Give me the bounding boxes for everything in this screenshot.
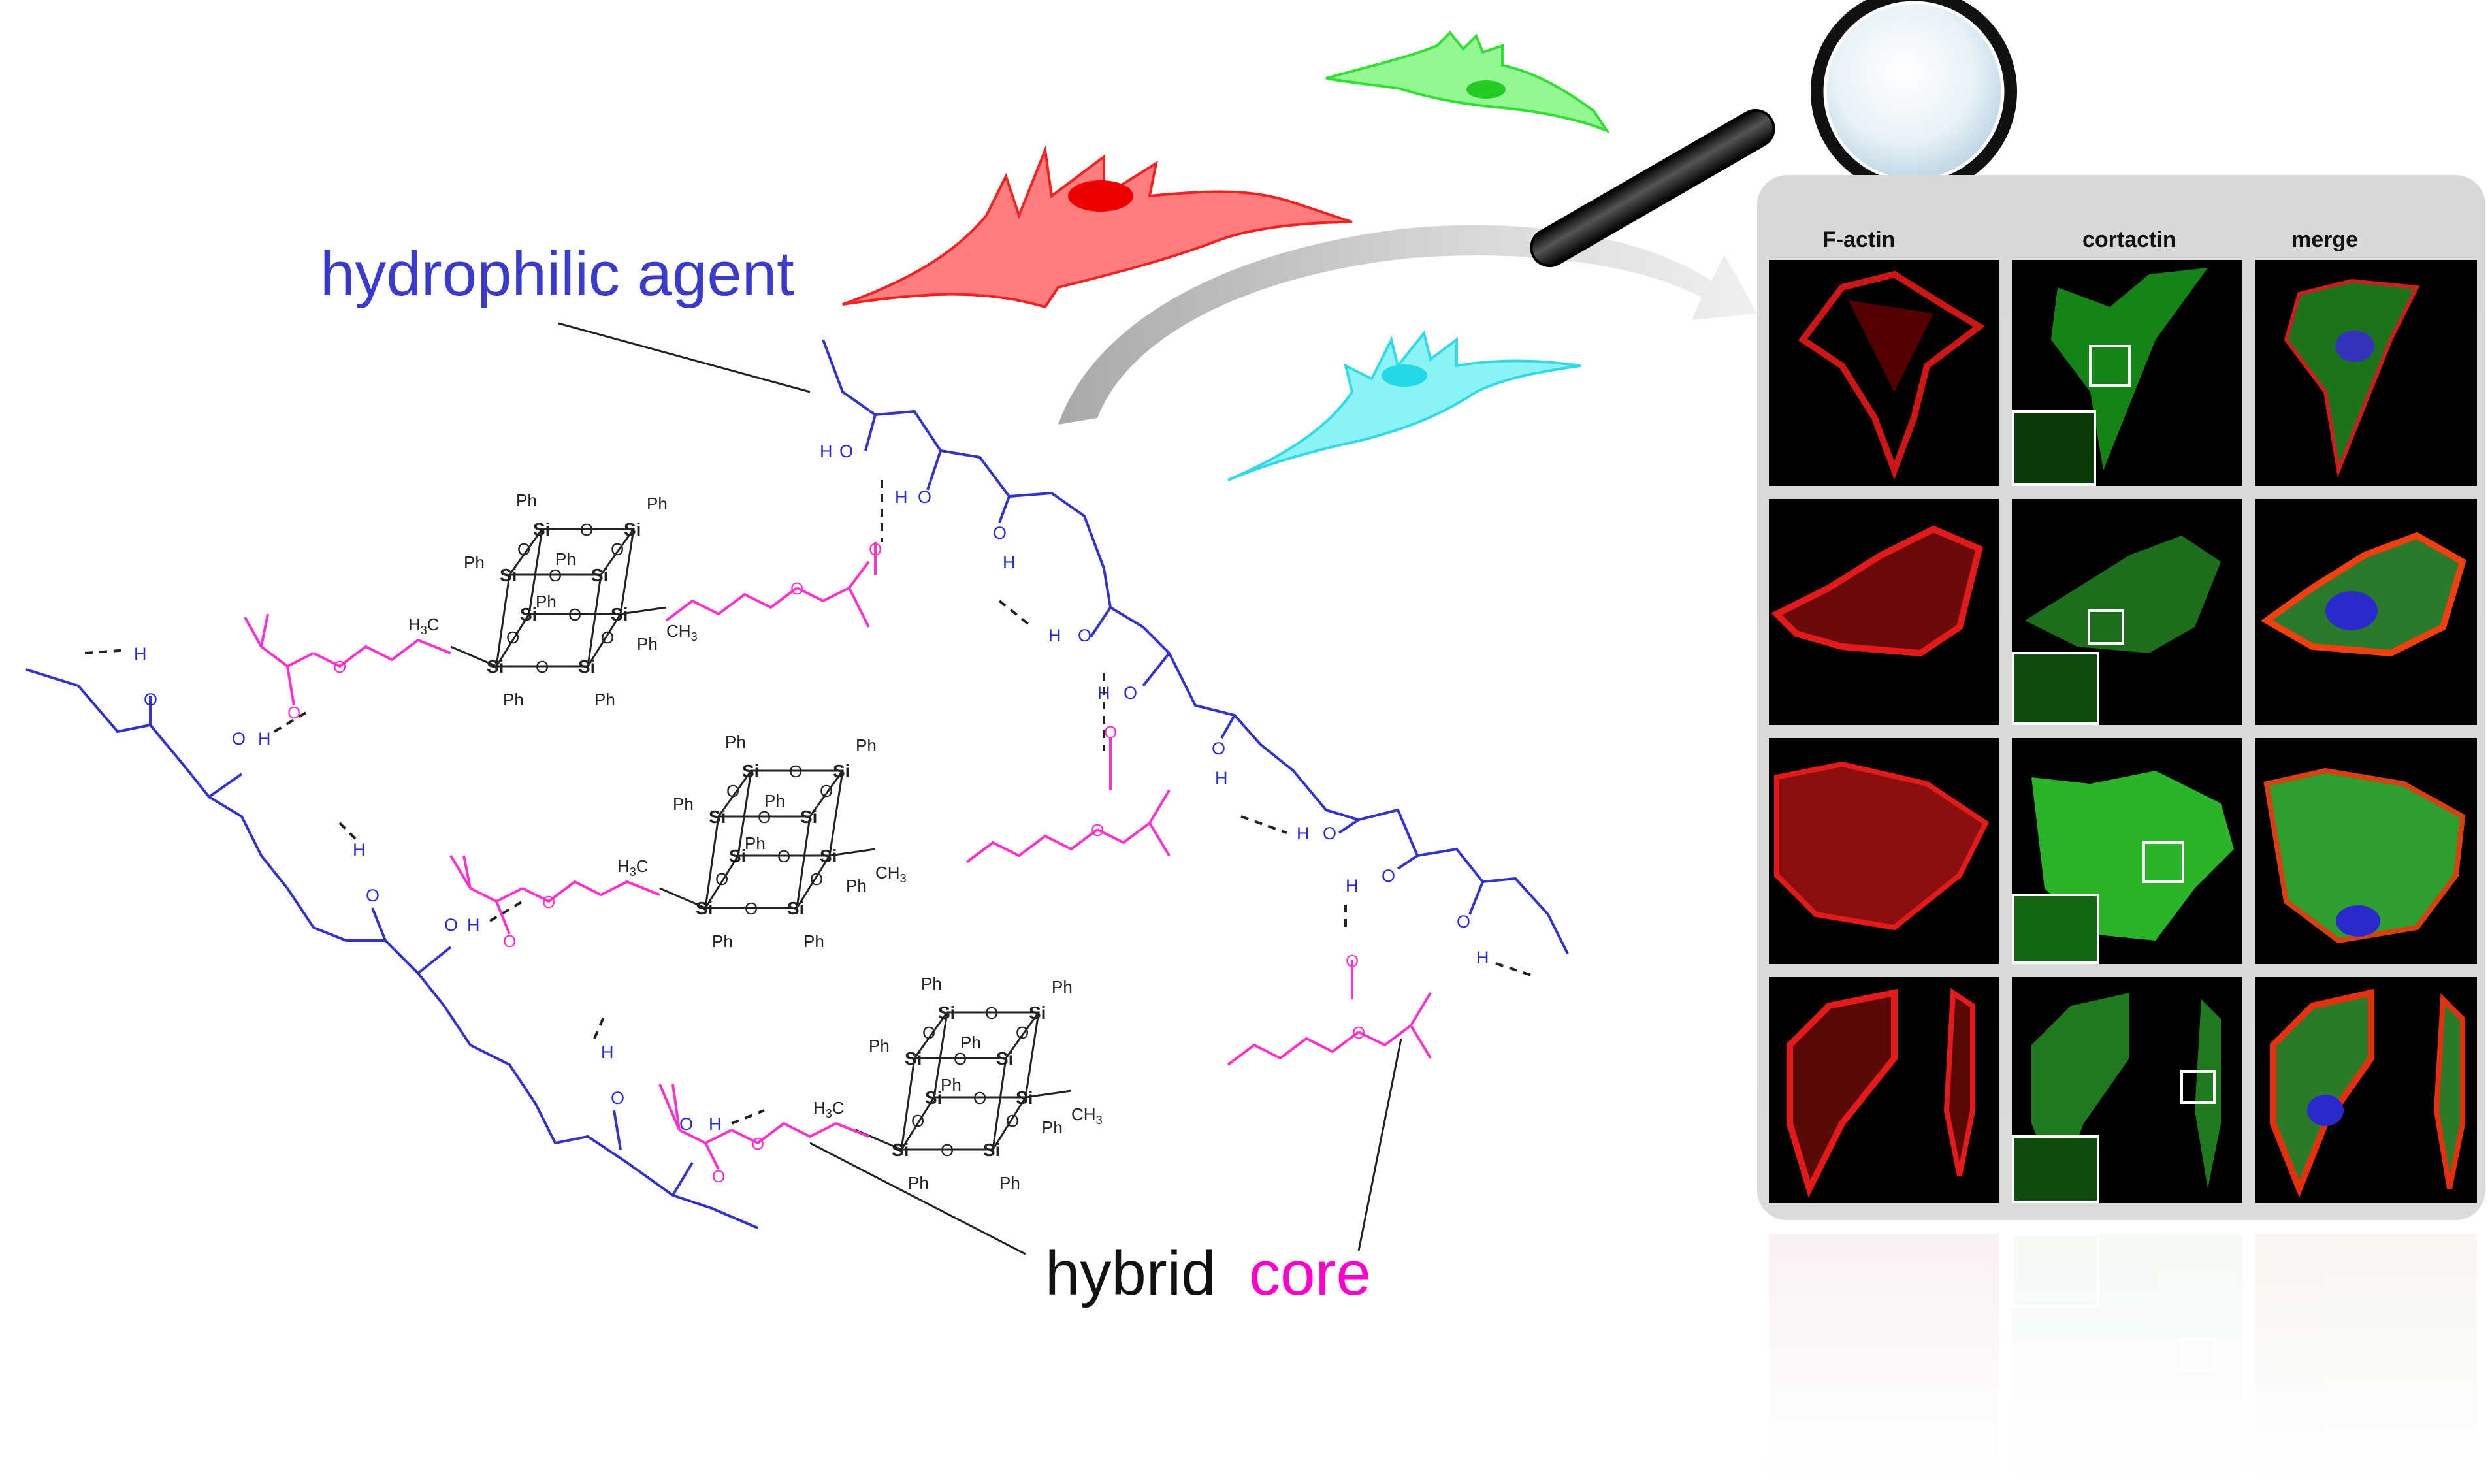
svg-text:Si: Si	[624, 519, 641, 540]
svg-text:O: O	[287, 703, 300, 722]
svg-text:Si: Si	[578, 656, 595, 677]
svg-text:O: O	[1457, 912, 1470, 931]
cell-green-icon	[1325, 31, 1611, 134]
svg-text:Ph: Ph	[536, 592, 557, 611]
svg-text:H3C: H3C	[408, 615, 440, 637]
svg-text:H: H	[353, 840, 366, 860]
svg-text:Ph: Ph	[637, 634, 658, 654]
pointer-line	[558, 322, 811, 393]
svg-text:H: H	[134, 644, 147, 664]
column-header: F-actin	[1822, 227, 1895, 252]
svg-text:O: O	[232, 729, 246, 749]
image-row	[1769, 260, 2477, 486]
svg-text:O: O	[1104, 722, 1117, 742]
svg-text:Ph: Ph	[464, 553, 485, 572]
svg-text:O: O	[993, 523, 1007, 543]
label-core: core	[1249, 1238, 1371, 1308]
svg-text:O: O	[1078, 626, 1091, 645]
svg-text:H: H	[1215, 768, 1228, 788]
label-hydrophilic-agent: hydrophilic agent	[320, 239, 794, 309]
svg-text:O: O	[506, 628, 519, 647]
svg-text:O: O	[144, 690, 157, 709]
image-row	[1769, 738, 2477, 964]
label-hybrid-core: hybrid core	[1045, 1238, 1371, 1308]
image-row	[1769, 499, 2477, 725]
svg-text:Ph: Ph	[516, 491, 537, 510]
svg-text:H: H	[895, 487, 908, 507]
svg-text:O: O	[1124, 683, 1137, 703]
hydroxyl-labels: H O H O O H H O H O O H H O H O O H H O …	[134, 442, 1489, 1134]
methacrylate-arms	[244, 542, 1432, 1170]
svg-text:H: H	[1476, 948, 1489, 967]
svg-text:O: O	[1212, 739, 1225, 758]
svg-text:O: O	[503, 931, 516, 951]
svg-text:O: O	[1323, 824, 1336, 843]
svg-text:O: O	[712, 1167, 725, 1186]
svg-text:O: O	[366, 886, 380, 905]
svg-text:O: O	[542, 892, 555, 912]
column-header: cortactin	[2082, 227, 2176, 252]
microscopy-panel: F-actin cortactin merge	[1757, 175, 2485, 1484]
svg-text:O: O	[517, 540, 530, 559]
label-hybrid: hybrid	[1045, 1238, 1216, 1308]
svg-text:O: O	[568, 605, 581, 624]
svg-text:O: O	[1352, 1023, 1365, 1042]
svg-text:Ph: Ph	[503, 690, 524, 709]
pointer-line	[1357, 1038, 1402, 1251]
svg-text:O: O	[869, 540, 882, 559]
svg-text:Ph: Ph	[594, 690, 615, 709]
ester-oxygen-labels: O O O O O O O O O O O O	[287, 540, 1365, 1186]
svg-text:O: O	[751, 1134, 764, 1153]
poss-cage: Si Si Si Si Si Si Si Si O O O O O O O O …	[408, 491, 698, 709]
svg-text:Si: Si	[611, 604, 628, 624]
svg-text:O: O	[549, 566, 562, 585]
svg-text:CH3: CH3	[666, 621, 698, 643]
svg-text:Si: Si	[500, 565, 517, 585]
svg-text:O: O	[611, 1088, 624, 1108]
svg-text:Ph: Ph	[555, 549, 576, 569]
svg-text:Si: Si	[533, 519, 550, 540]
svg-text:H: H	[820, 442, 833, 461]
svg-text:H: H	[467, 915, 480, 935]
column-header: merge	[2291, 227, 2358, 252]
svg-text:H: H	[1346, 876, 1359, 895]
cell-red-icon	[842, 145, 1353, 309]
image-row	[1769, 977, 2477, 1203]
svg-text:H: H	[258, 729, 271, 749]
svg-text:O: O	[601, 628, 614, 647]
svg-text:H: H	[709, 1114, 722, 1134]
svg-text:O: O	[918, 487, 931, 507]
svg-text:O: O	[444, 915, 458, 935]
svg-text:Si: Si	[520, 604, 537, 624]
svg-text:H: H	[1297, 824, 1310, 843]
pointer-line	[809, 1142, 1026, 1255]
svg-text:O: O	[679, 1114, 693, 1134]
polymer-backbone	[25, 339, 1569, 1229]
svg-text:Si: Si	[591, 565, 608, 585]
svg-text:Ph: Ph	[647, 494, 668, 513]
svg-text:H: H	[1003, 553, 1016, 572]
svg-text:Si: Si	[487, 656, 504, 677]
svg-text:H: H	[1048, 626, 1061, 645]
curved-arrow-icon	[1058, 225, 1757, 425]
svg-text:O: O	[536, 657, 549, 677]
svg-text:O: O	[611, 540, 624, 559]
cell-cyan-icon	[1227, 330, 1581, 481]
hydrogen-bonds	[84, 480, 1536, 1125]
svg-text:O: O	[1382, 866, 1395, 886]
svg-text:O: O	[580, 520, 593, 540]
svg-text:O: O	[333, 657, 346, 677]
svg-text:O: O	[1091, 820, 1104, 840]
svg-text:H: H	[601, 1042, 614, 1062]
svg-text:O: O	[839, 442, 853, 461]
svg-text:O: O	[790, 579, 803, 598]
svg-text:O: O	[1346, 951, 1359, 971]
